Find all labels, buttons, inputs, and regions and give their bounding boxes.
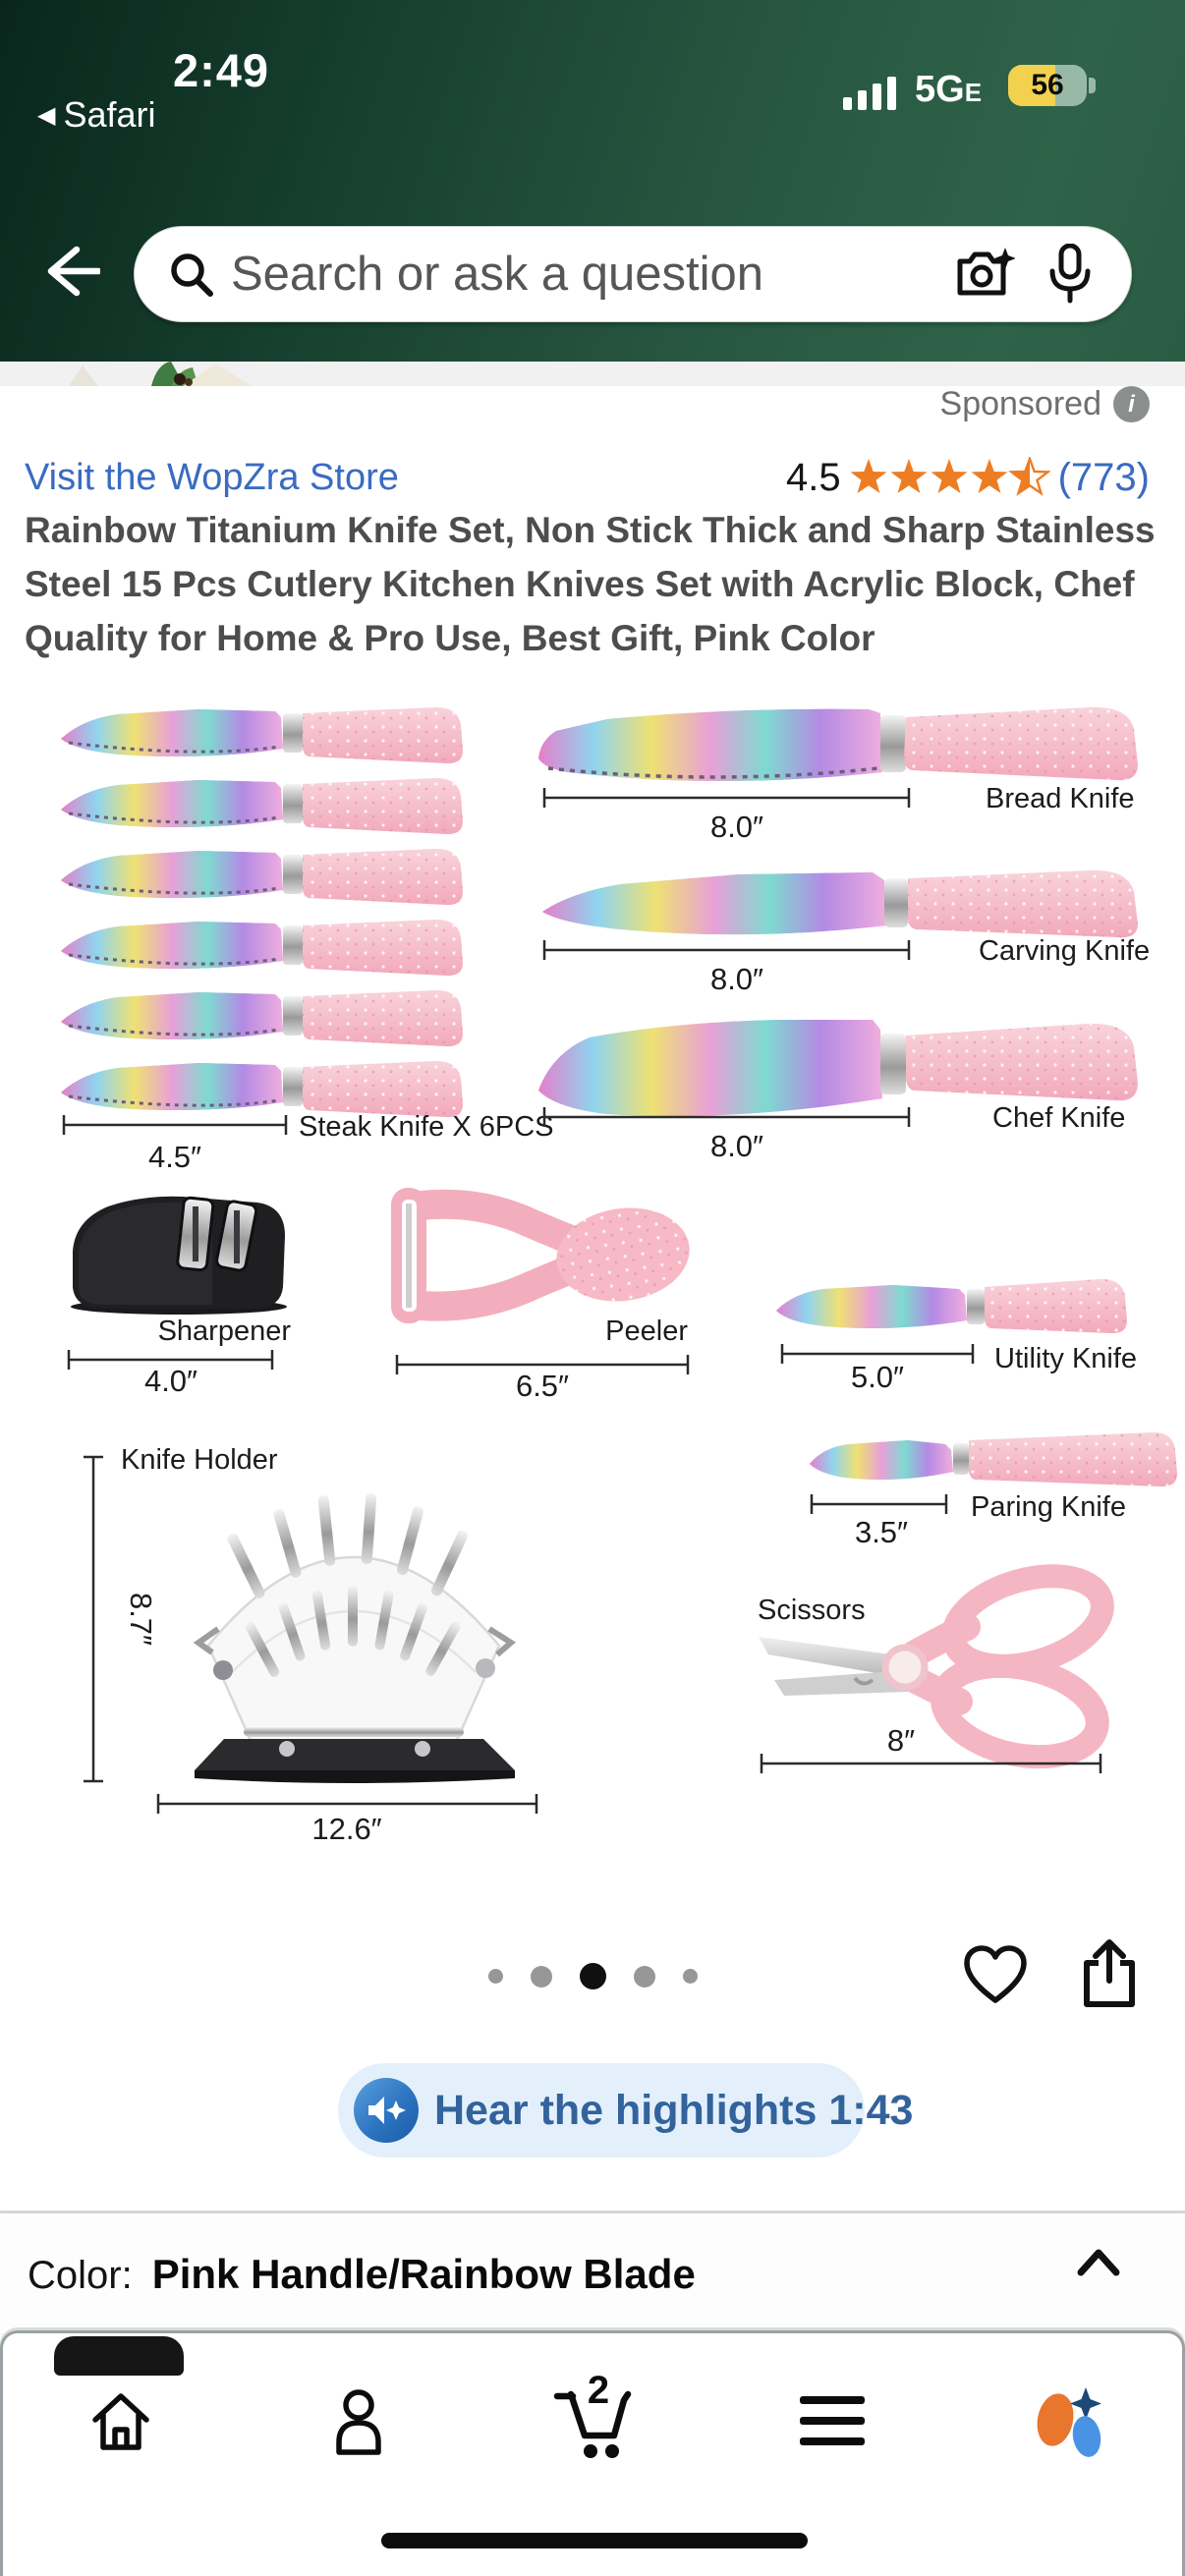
signal-strength-icon — [843, 75, 896, 110]
bread-knife-label: Bread Knife — [986, 783, 1135, 814]
carving-knife-label: Carving Knife — [979, 935, 1150, 967]
back-triangle-icon: ◀ — [37, 101, 56, 129]
nav-rufus-button[interactable] — [1022, 2375, 1116, 2469]
sharpener-size: 4.0″ — [144, 1364, 198, 1398]
previous-product-thumbnail — [69, 362, 252, 386]
scissors-size: 8″ — [887, 1723, 915, 1758]
sponsored-label: Sponsored — [939, 385, 1101, 422]
knife-holder-label: Knife Holder — [121, 1444, 278, 1476]
collapse-chevron-icon[interactable] — [1075, 2247, 1122, 2276]
header: 2:49 ◀ Safari 5GE 56 Search or ask a que… — [0, 0, 1185, 362]
camera-lens-icon[interactable] — [954, 246, 1015, 303]
peeler-size: 6.5″ — [516, 1369, 569, 1403]
speaker-sparkle-icon — [354, 2078, 419, 2143]
utility-knife-label: Utility Knife — [994, 1343, 1137, 1374]
microphone-icon[interactable] — [1048, 244, 1092, 305]
store-rating-row: Visit the WopZra Store 4.5 — [25, 456, 1150, 500]
back-app-label: Safari — [63, 94, 156, 135]
color-selector-row[interactable]: Color: Pink Handle/Rainbow Blade — [0, 2213, 1185, 2333]
knife-holder-image — [193, 1493, 517, 1783]
search-bar[interactable]: Search or ask a question — [134, 226, 1132, 322]
color-label: Color: — [28, 2254, 133, 2297]
battery-icon: 56 — [1008, 65, 1087, 106]
back-button[interactable] — [37, 242, 100, 301]
cart-count-badge: 2 — [587, 2369, 610, 2412]
scissors-label: Scissors — [758, 1595, 866, 1626]
paring-knife-size: 3.5″ — [855, 1515, 908, 1549]
knife-holder-height: 8.7″ — [124, 1593, 158, 1646]
nav-menu-button[interactable] — [785, 2375, 879, 2469]
color-swatch-peek — [54, 2336, 184, 2376]
product-image[interactable]: Steak Knife X 6PCS 4.5″ Bread Knife 8.0″… — [0, 688, 1185, 1852]
rating[interactable]: 4.5 (773) — [786, 456, 1150, 500]
network-type: 5GE — [915, 69, 983, 110]
info-icon[interactable]: i — [1113, 386, 1150, 422]
search-input[interactable]: Search or ask a question — [231, 248, 764, 301]
cart-icon — [553, 2390, 632, 2458]
rating-score: 4.5 — [786, 456, 841, 499]
chef-knife-label: Chef Knife — [992, 1102, 1125, 1134]
utility-knife-size: 5.0″ — [851, 1360, 904, 1394]
rating-count[interactable]: (773) — [1057, 456, 1150, 499]
nav-cart-button[interactable]: 2 — [549, 2369, 644, 2469]
rufus-icon — [1037, 2387, 1101, 2457]
back-to-app[interactable]: ◀ Safari — [37, 94, 156, 136]
battery-nub — [1089, 78, 1096, 93]
color-value: Pink Handle/Rainbow Blade — [151, 2251, 696, 2297]
home-indicator[interactable] — [381, 2533, 808, 2548]
profile-icon — [336, 2389, 381, 2455]
home-icon — [92, 2393, 149, 2450]
search-icon — [171, 253, 213, 297]
share-button[interactable] — [1079, 1937, 1140, 2010]
active-dot — [579, 1963, 606, 1989]
battery-percent: 56 — [1031, 69, 1064, 101]
chef-knife-size: 8.0″ — [710, 1129, 763, 1163]
nav-profile-button[interactable] — [311, 2375, 406, 2469]
status-time: 2:49 — [172, 44, 270, 96]
hamburger-menu-icon — [800, 2396, 865, 2445]
peeler-label: Peeler — [605, 1316, 688, 1347]
star-rating-icon — [849, 457, 1050, 500]
knife-holder-width: 12.6″ — [311, 1812, 381, 1846]
gallery-dots[interactable] — [0, 1963, 1185, 1989]
sharpener-image — [71, 1196, 287, 1315]
divider — [0, 2211, 1185, 2213]
bread-knife-size: 8.0″ — [710, 810, 763, 844]
previous-result-strip — [0, 362, 1185, 386]
paring-knife-label: Paring Knife — [971, 1491, 1126, 1523]
steak-knife-label: Steak Knife X 6PCS — [299, 1111, 554, 1143]
product-title: Rainbow Titanium Knife Set, Non Stick Th… — [25, 510, 1156, 658]
carving-knife-size: 8.0″ — [710, 962, 763, 996]
steak-knife-size: 4.5″ — [148, 1140, 201, 1174]
sponsored-row: Sponsored i — [940, 385, 1150, 423]
hear-highlights-label: Hear the highlights 1:43 — [434, 2086, 914, 2134]
wishlist-heart-button[interactable] — [963, 1945, 1028, 2006]
hear-highlights-button[interactable]: Hear the highlights 1:43 — [338, 2063, 913, 2157]
peeler-image — [391, 1188, 690, 1323]
store-link[interactable]: Visit the WopZra Store — [25, 457, 399, 498]
sharpener-label: Sharpener — [158, 1316, 292, 1347]
scissors-image — [759, 1564, 1114, 1769]
nav-home-button[interactable] — [74, 2375, 168, 2469]
